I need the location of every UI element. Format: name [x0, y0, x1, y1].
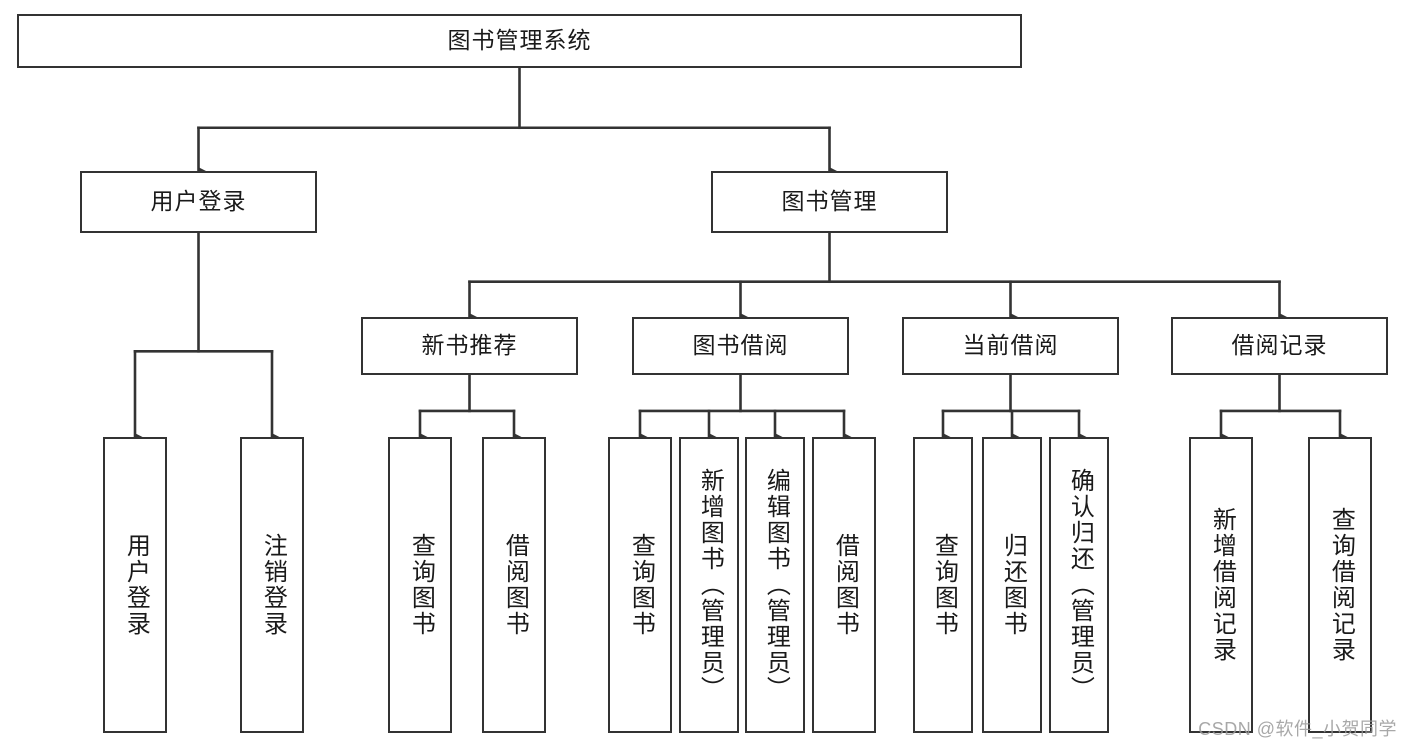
node-label: 用户登录 [150, 188, 247, 215]
node-records[interactable]: 借阅记录 [1171, 317, 1388, 375]
node-label: 借阅图书 [501, 533, 529, 637]
node-label: 查询图书 [627, 533, 655, 637]
watermark-label: CSDN @软件_小贺同学 [1198, 719, 1397, 739]
node-leaf-rec-query[interactable]: 查询借阅记录 [1308, 437, 1372, 733]
node-leaf-rec-add[interactable]: 新增借阅记录 [1189, 437, 1253, 733]
node-leaf-cur-return[interactable]: 归还图书 [982, 437, 1042, 733]
node-label: 查询图书 [407, 533, 435, 637]
node-leaf-cur-confirm[interactable]: 确认归还（管理员） [1049, 437, 1109, 733]
node-label: 新书推荐 [421, 332, 518, 359]
node-label: 确认归还（管理员） [1066, 468, 1094, 702]
node-label: 新增图书（管理员） [696, 468, 724, 702]
node-leaf-logout[interactable]: 注销登录 [240, 437, 304, 733]
node-label: 新增借阅记录 [1208, 507, 1236, 663]
node-label: 图书管理 [781, 188, 878, 215]
node-bookmgmt[interactable]: 图书管理 [711, 171, 948, 233]
node-leaf-nb-borrow[interactable]: 借阅图书 [482, 437, 546, 733]
node-label: 查询图书 [930, 533, 958, 637]
node-leaf-login[interactable]: 用户登录 [103, 437, 167, 733]
node-label: 归还图书 [999, 533, 1027, 637]
node-leaf-br-lend[interactable]: 借阅图书 [812, 437, 876, 733]
node-borrow[interactable]: 图书借阅 [632, 317, 849, 375]
node-label: 编辑图书（管理员） [762, 468, 790, 702]
node-label: 当前借阅 [962, 332, 1059, 359]
node-label: 查询借阅记录 [1327, 507, 1355, 663]
node-leaf-cur-query[interactable]: 查询图书 [913, 437, 973, 733]
node-label: 借阅记录 [1231, 332, 1328, 359]
node-label: 借阅图书 [831, 533, 859, 637]
node-login[interactable]: 用户登录 [80, 171, 317, 233]
node-leaf-nb-query[interactable]: 查询图书 [388, 437, 452, 733]
node-leaf-br-query[interactable]: 查询图书 [608, 437, 672, 733]
node-label: 注销登录 [259, 533, 287, 637]
node-current[interactable]: 当前借阅 [902, 317, 1119, 375]
node-newbook[interactable]: 新书推荐 [361, 317, 578, 375]
node-leaf-br-edit[interactable]: 编辑图书（管理员） [745, 437, 805, 733]
node-label: 图书借阅 [692, 332, 789, 359]
node-label: 图书管理系统 [447, 27, 592, 54]
node-label: 用户登录 [122, 533, 150, 637]
node-root[interactable]: 图书管理系统 [17, 14, 1022, 68]
node-leaf-br-add[interactable]: 新增图书（管理员） [679, 437, 739, 733]
